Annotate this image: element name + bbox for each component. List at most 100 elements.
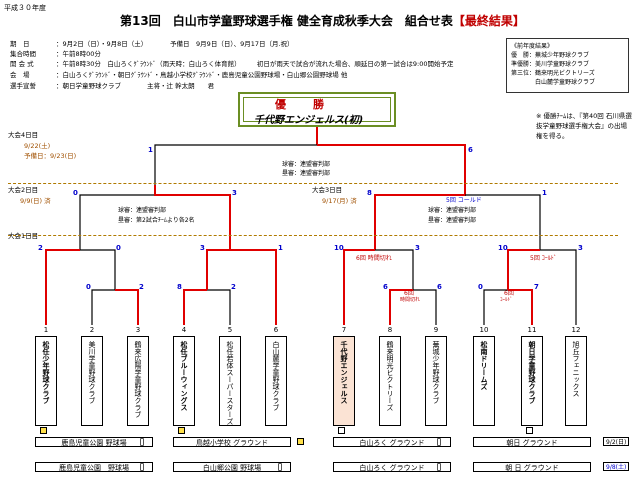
- previous-results-line: 第三位：鶴来明光ビクトリーズ: [511, 70, 595, 77]
- team-box: 松任ブルーウィングス: [173, 336, 195, 426]
- title-result: 【最終結果】: [452, 14, 525, 28]
- team-number: 4: [181, 326, 187, 334]
- score-r1-h-left: 0: [478, 283, 483, 291]
- team-number: 7: [341, 326, 347, 334]
- team-name: 旭丘フェニックス: [572, 341, 580, 397]
- score-r1-c-right: 2: [231, 283, 236, 291]
- team-name: 松南ドリームズ: [480, 341, 488, 390]
- previous-results-line: 白山麓学童野球クラブ: [511, 79, 596, 86]
- team-box: 松任少年野球クラブ: [35, 336, 57, 426]
- bat-icon: [140, 463, 144, 471]
- venue-day2: 鹿島児童公園 野球場: [35, 462, 153, 472]
- title-text: 第13回 白山市学童野球選手権 健全育成秋季大会 組合せ表: [120, 14, 453, 28]
- score-r1-d-right: 1: [278, 244, 283, 252]
- cold-game-note-d-sub: ｺｰﾙﾄﾞ: [500, 297, 513, 303]
- score-r1-a-right: 0: [116, 244, 121, 252]
- team-name: 松任若体スーパースターズ: [226, 341, 234, 425]
- score-sf-right-a: 8: [367, 189, 372, 197]
- score-r1-g-left: 10: [498, 244, 508, 252]
- cold-game-note-d: 6回: [504, 290, 514, 297]
- round4-reserve: 予備日：9/23(日): [24, 152, 77, 160]
- marker-square: [178, 427, 185, 434]
- team-box-champion: 千代野エンジェルス: [333, 336, 355, 426]
- score-r1-c-left: 8: [177, 283, 182, 291]
- previous-results-box: 《前年度結果》 優 勝：蕪城少年野球クラブ 準優勝：美川学童野球クラブ 第三位：…: [506, 38, 629, 93]
- venue-day1: 鳥越小学校 グラウンド: [173, 437, 291, 447]
- round-divider: [8, 235, 618, 236]
- venue-day1: 白山ろく グラウンド: [333, 437, 451, 447]
- time-limit-note-b: 6回: [404, 290, 414, 297]
- score-r1-f-left: 6: [383, 283, 388, 291]
- previous-results-line: 準優勝：美川学童野球クラブ: [511, 61, 590, 68]
- team-number: 2: [89, 326, 95, 334]
- round2-date: 9/9(日) 済: [20, 197, 51, 205]
- venue-day1: 鹿島児童公園 野球場: [35, 437, 153, 447]
- info-venues: 会 場：白山ろくｸﾞﾗｳﾝﾄﾞ・朝日ｸﾞﾗｳﾝﾄﾞ・鳥越小学校ｸﾞﾗｳﾝﾄﾞ・鹿…: [10, 71, 348, 79]
- info-date: 期 日：9月2日（日）・9月8日（土） 予備日 9月9日（日）、9月17日（月.…: [10, 40, 294, 48]
- round4-date: 9/22(土): [24, 142, 51, 150]
- date-label: 9/2(日): [603, 437, 630, 446]
- team-name: 白山麓学童野球クラブ: [272, 341, 280, 411]
- team-name: 朝日学童野球クラブ: [528, 341, 536, 404]
- champion-label: 優 勝: [275, 98, 332, 111]
- score-sf-left-b: 3: [232, 189, 237, 197]
- left-semi-base-umpire: 塁審：第2試合ﾁｰﾑより各2名: [118, 217, 195, 224]
- bat-icon: [437, 438, 441, 446]
- team-name: 鶴来広陽学童野球クラブ: [134, 341, 142, 418]
- info-gather: 集合時間：午前8時00分: [10, 50, 101, 58]
- team-name: 蕪城少年野球クラブ: [432, 341, 440, 404]
- score-r1-b-right: 2: [139, 283, 144, 291]
- team-name: 千代野エンジェルス: [340, 341, 348, 404]
- bat-icon: [140, 438, 144, 446]
- time-limit-note: 6回 時間切れ: [356, 255, 392, 262]
- team-box: 朝日学童野球クラブ: [521, 336, 543, 426]
- champion-box: [238, 92, 396, 127]
- left-semi-umpire: 球審：連盟審判部: [118, 207, 167, 214]
- round1-label: 大会1日目: [8, 232, 39, 240]
- team-number: 9: [433, 326, 439, 334]
- team-number: 5: [227, 326, 233, 334]
- marker-square: [40, 427, 47, 434]
- cold-game-note: 5回 コールド: [446, 197, 482, 204]
- round2-label: 大会2日目: [8, 186, 39, 194]
- final-base-umpire: 塁審：連盟審判部: [282, 170, 331, 177]
- venue-day2: 白山ろく グラウンド: [333, 462, 451, 472]
- previous-results-heading: 《前年度結果》: [511, 43, 554, 50]
- team-box: 松任若体スーパースターズ: [219, 336, 241, 426]
- team-number: 12: [571, 326, 581, 334]
- team-number: 3: [135, 326, 141, 334]
- champion-team: 千代野エンジェルス(初): [254, 115, 364, 126]
- team-box: 鶴来広陽学童野球クラブ: [127, 336, 149, 426]
- score-final-right: 6: [468, 146, 473, 154]
- team-name: 松任ブルーウィングス: [180, 341, 188, 411]
- score-sf-left-a: 0: [73, 189, 78, 197]
- score-r1-d-left: 3: [200, 244, 205, 252]
- score-r1-a-left: 2: [38, 244, 43, 252]
- marker-square: [338, 427, 345, 434]
- team-name: 松任少年野球クラブ: [42, 341, 50, 404]
- team-box: 白山麓学童野球クラブ: [265, 336, 287, 426]
- team-box: 松南ドリームズ: [473, 336, 495, 426]
- team-number: 8: [387, 326, 393, 334]
- venue-day1: 朝日 グラウンド: [473, 437, 591, 447]
- score-r1-e-left: 10: [334, 244, 344, 252]
- round3-label: 大会3日目: [312, 186, 343, 194]
- round-divider: [8, 183, 618, 184]
- team-name: 美川学童野球クラブ: [88, 341, 96, 404]
- team-box: 蕪城少年野球クラブ: [425, 336, 447, 426]
- right-semi-base-umpire: 塁審：連盟審判部: [428, 217, 477, 224]
- right-semi-umpire: 球審：連盟審判部: [428, 207, 477, 214]
- team-box: 旭丘フェニックス: [565, 336, 587, 426]
- marker-square: [297, 438, 304, 445]
- venue-day2: 白山郷公園 野球場: [173, 462, 291, 472]
- team-number: 10: [479, 326, 489, 334]
- season-label: 平成３０年度: [4, 4, 46, 12]
- team-number: 1: [43, 326, 49, 334]
- venue-day2: 朝 日 グラウンド: [473, 462, 591, 472]
- team-number: 6: [273, 326, 279, 334]
- team-box: 美川学童野球クラブ: [81, 336, 103, 426]
- qualification-note: ※ 優勝ﾁｰﾑは、『第40回 石川県選抜学童野球選手権大会』の出場権を得る。: [536, 112, 632, 140]
- cold-game-note-r: 5回 ｺｰﾙﾄﾞ: [530, 255, 557, 262]
- marker-square: [526, 427, 533, 434]
